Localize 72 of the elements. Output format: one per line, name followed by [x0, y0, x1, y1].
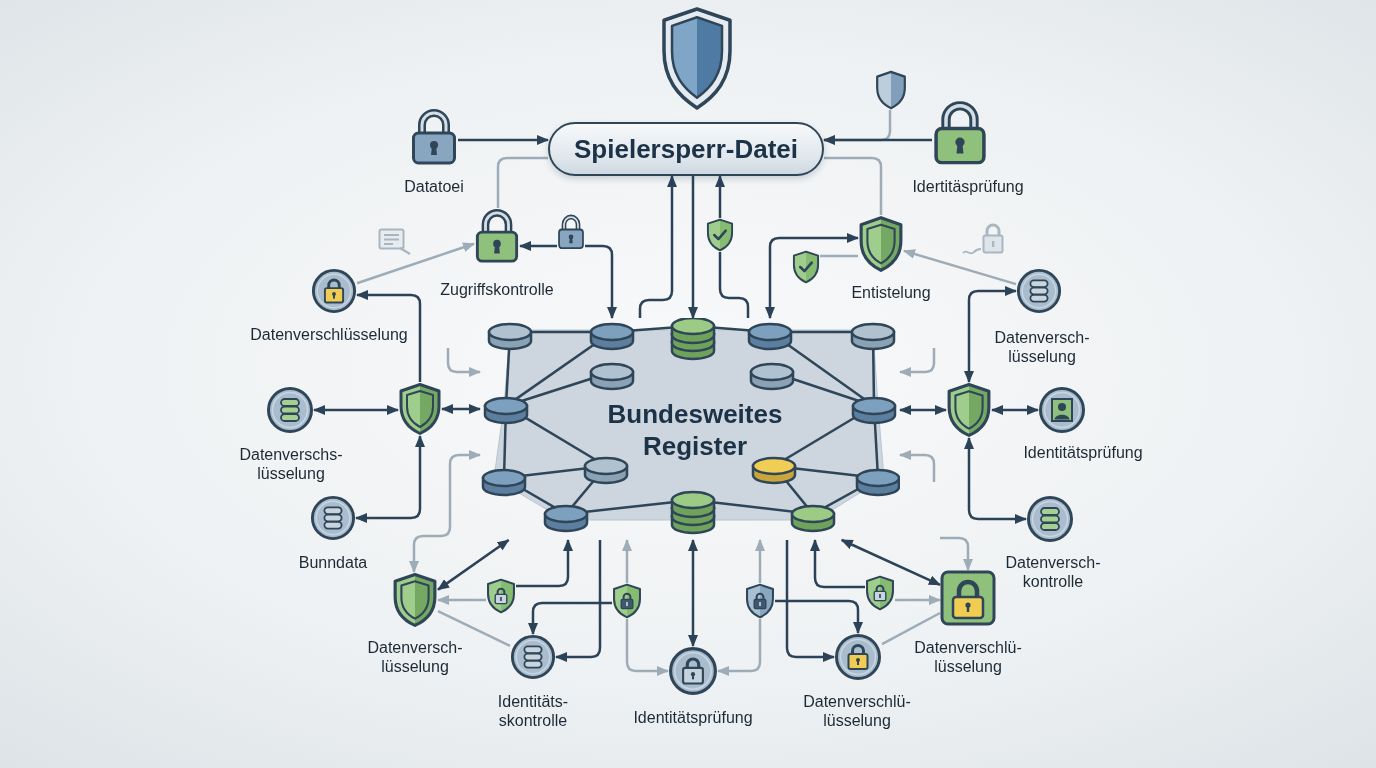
arrow [688, 176, 698, 319]
arrow [313, 405, 399, 415]
arrow [446, 348, 481, 377]
connector-line [820, 254, 858, 258]
shield-icon [946, 382, 992, 438]
arrow [899, 348, 936, 377]
node-label: Datenverschlü- lüsselung [913, 638, 1023, 676]
arrow [991, 405, 1039, 415]
node-label: Entistelung [851, 283, 931, 302]
node-label: Datenverschlüsselung [250, 325, 408, 344]
lock-shield-icon [486, 578, 516, 614]
node-label: Datenversch- lüsselung [366, 638, 464, 676]
node-label: Zugriffskontrolle [440, 280, 554, 299]
connector-line [437, 610, 511, 647]
arrow [840, 538, 941, 586]
arrow [964, 286, 1017, 383]
check-shield-icon [706, 218, 734, 252]
arrow [519, 241, 557, 251]
register-title: Bundesweites Register [606, 398, 784, 462]
arrow [356, 242, 475, 285]
arrow [555, 540, 602, 662]
arrow [585, 244, 617, 319]
lock-shield-icon [612, 583, 642, 619]
padlock-icon [557, 214, 585, 250]
arrow [895, 595, 941, 605]
node-label: Idertitäsprüfung [912, 177, 1024, 196]
arrow [715, 175, 725, 218]
node-label: Bunndata [298, 553, 368, 572]
arrow [899, 450, 936, 482]
connector-line [496, 156, 548, 208]
arrow [688, 539, 698, 647]
lock-shield-icon [865, 575, 895, 611]
arrow [717, 619, 762, 676]
arrow [516, 539, 573, 588]
connector-line [718, 252, 750, 318]
arrow [437, 538, 510, 591]
arrow [625, 619, 669, 676]
arrow [903, 249, 1017, 286]
arrow [355, 435, 425, 523]
node-label: Datenversch- lüsselung [993, 328, 1091, 366]
arrow [356, 290, 422, 382]
node-label: Datenverschs- lüsselung [238, 445, 344, 483]
shield-icon [875, 70, 907, 110]
node-label: Datatoei [404, 177, 464, 196]
rounded-box [548, 122, 824, 176]
box-title: Spielersperr-Datei [574, 134, 798, 164]
arrow [441, 404, 481, 414]
arrow [775, 599, 863, 634]
connector-line [881, 611, 941, 646]
node-label: Identitäts- skontrolle [496, 692, 570, 730]
connector-line [824, 156, 883, 215]
node-label: Datenversch- kontrolle [1004, 553, 1102, 591]
arrow [810, 539, 865, 589]
arrow [964, 437, 1027, 524]
arrow [638, 175, 677, 318]
arrow [785, 540, 835, 662]
arrow [823, 135, 932, 145]
arrow [765, 233, 859, 319]
node-label: Datenverschlü- lüsselung [802, 692, 912, 730]
node-label: Identitätsprüfung [633, 708, 753, 727]
check-shield-icon [792, 250, 820, 284]
arrow [899, 405, 947, 415]
arrow [528, 601, 612, 635]
lock-shield-icon [745, 583, 775, 619]
arrow [458, 135, 549, 145]
node-label: Identitätsprüfung [1023, 443, 1143, 462]
arrow [755, 539, 765, 583]
arrow [437, 595, 486, 605]
arrow [940, 536, 973, 571]
arrow [409, 450, 481, 573]
arrow [622, 539, 632, 583]
shield-icon [398, 382, 442, 436]
